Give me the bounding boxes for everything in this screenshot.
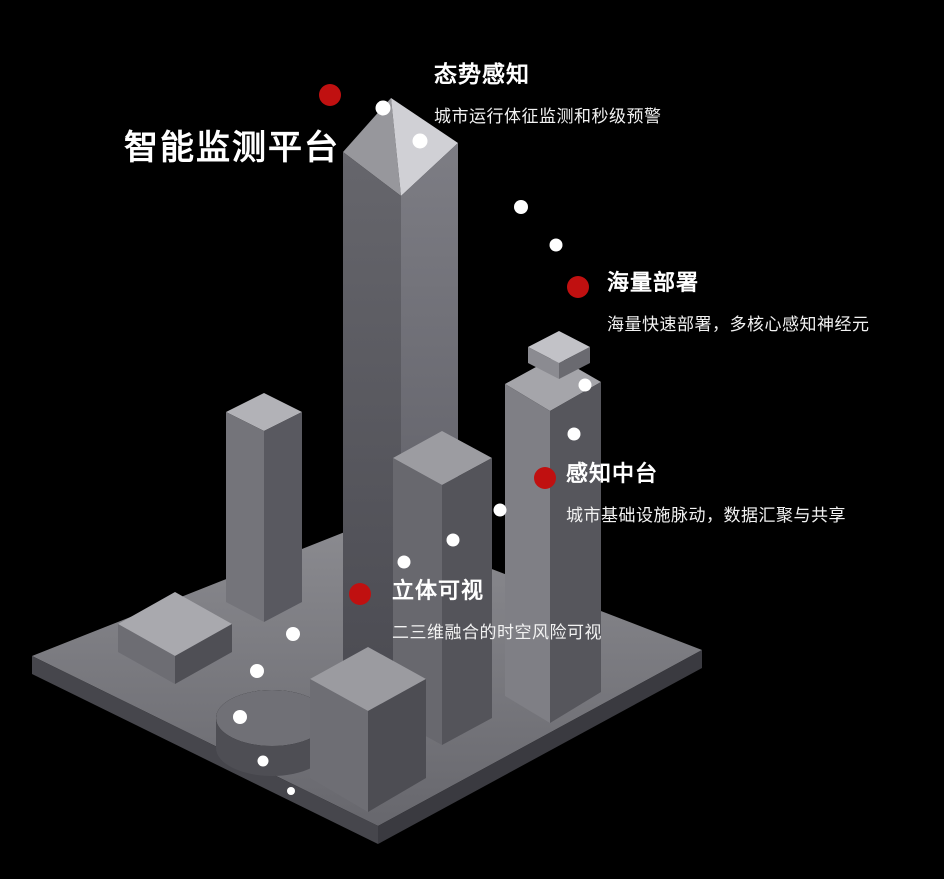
feature-description: 城市基础设施脉动，数据汇聚与共享 (566, 506, 846, 526)
callout-mass-deployment: 海量部署 海量快速部署，多核心感知神经元 (607, 270, 870, 335)
dotted-trail (233, 100, 592, 795)
feature-description: 城市运行体征监测和秒级预警 (434, 107, 662, 127)
callout-3d-visualization: 立体可视 二三维融合的时空风险可视 (392, 578, 602, 643)
platform-title: 智能监测平台 (124, 129, 340, 167)
building-front-box (310, 647, 426, 812)
callout-situational-awareness: 态势感知 城市运行体征监测和秒级预警 (434, 61, 662, 127)
building-left-low-box (118, 592, 232, 684)
building-right-tower (505, 331, 601, 723)
feature-heading: 立体可视 (392, 578, 485, 603)
marker-dot-3d-visualization (349, 583, 371, 605)
feature-heading: 感知中台 (566, 461, 659, 486)
feature-heading: 海量部署 (607, 270, 700, 295)
feature-description: 二三维融合的时空风险可视 (392, 623, 602, 643)
marker-dot-sensing-middle-platform (534, 467, 556, 489)
marker-dot-situational-awareness (319, 84, 341, 106)
callout-sensing-middle-platform: 感知中台 城市基础设施脉动，数据汇聚与共享 (566, 461, 846, 526)
feature-description: 海量快速部署，多核心感知神经元 (607, 315, 870, 335)
feature-heading: 态势感知 (434, 61, 530, 87)
marker-dot-mass-deployment (567, 276, 589, 298)
cylinder-pad (216, 690, 328, 776)
building-left-back-tower (226, 393, 302, 622)
